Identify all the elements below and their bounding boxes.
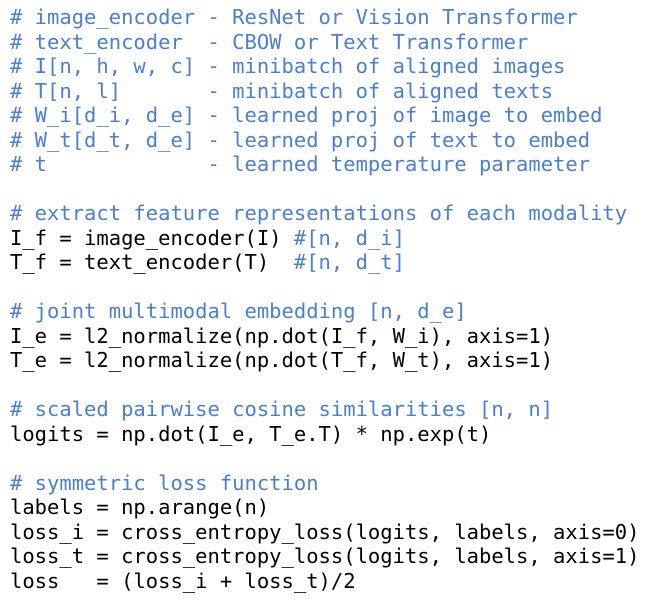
blank-line [10, 446, 655, 471]
code-comment: # W_t[d_t, d_e] - learned proj of text t… [10, 127, 591, 152]
code-text: I_e = l2_normalize(np.dot(I_f, W_i), axi… [10, 323, 554, 348]
code-text: loss = (loss_i + loss_t)/2 [10, 568, 356, 593]
code-line: # symmetric loss function [10, 471, 655, 496]
code-listing: # image_encoder - ResNet or Vision Trans… [10, 5, 655, 593]
code-line: loss = (loss_i + loss_t)/2 [10, 569, 655, 594]
code-line: # I[n, h, w, c] - minibatch of aligned i… [10, 54, 655, 79]
code-line: # joint multimodal embedding [n, d_e] [10, 299, 655, 324]
code-line: # T[n, l] - minibatch of aligned texts [10, 79, 655, 104]
code-line: # W_i[d_i, d_e] - learned proj of image … [10, 103, 655, 128]
code-line: T_e = l2_normalize(np.dot(T_f, W_t), axi… [10, 348, 655, 373]
code-line: # t - learned temperature parameter [10, 152, 655, 177]
code-comment: #[n, d_t] [293, 250, 405, 274]
code-line: T_f = text_encoder(T) #[n, d_t] [10, 250, 655, 275]
code-comment: # I[n, h, w, c] - minibatch of aligned i… [10, 54, 566, 78]
code-comment: #[n, d_i] [293, 225, 405, 250]
code-line: # W_t[d_t, d_e] - learned proj of text t… [10, 128, 655, 153]
code-comment: # scaled pairwise cosine similarities [n… [10, 397, 554, 421]
code-comment: # joint multimodal embedding [n, d_e] [10, 299, 467, 323]
code-text: logits = np.dot(I_e, T_e.T) * np.exp(t) [10, 421, 492, 446]
code-text: loss_i = cross_entropy_loss(logits, labe… [10, 519, 640, 544]
code-text: I_f = image_encoder(I) [10, 225, 294, 250]
code-line: # scaled pairwise cosine similarities [n… [10, 397, 655, 422]
blank-line [10, 373, 655, 398]
code-line: # image_encoder - ResNet or Vision Trans… [10, 5, 655, 30]
code-comment: # extract feature representations of eac… [10, 201, 628, 225]
code-line: # text_encoder - CBOW or Text Transforme… [10, 30, 655, 55]
code-comment: # symmetric loss function [10, 470, 319, 495]
code-text: loss_t = cross_entropy_loss(logits, labe… [10, 544, 640, 568]
code-line: logits = np.dot(I_e, T_e.T) * np.exp(t) [10, 422, 655, 447]
code-line: loss_i = cross_entropy_loss(logits, labe… [10, 520, 655, 545]
code-comment: # T[n, l] - minibatch of aligned texts [10, 78, 554, 103]
blank-line [10, 275, 655, 300]
code-text: T_f = text_encoder(T) [10, 250, 294, 274]
code-line: # extract feature representations of eac… [10, 201, 655, 226]
code-text: labels = np.arange(n) [10, 495, 270, 519]
code-comment: # t - learned temperature parameter [10, 152, 591, 176]
code-line: loss_t = cross_entropy_loss(logits, labe… [10, 544, 655, 569]
code-line: I_f = image_encoder(I) #[n, d_i] [10, 226, 655, 251]
code-line: I_e = l2_normalize(np.dot(I_f, W_i), axi… [10, 324, 655, 349]
code-comment: # image_encoder - ResNet or Vision Trans… [10, 5, 578, 29]
code-text: T_e = l2_normalize(np.dot(T_f, W_t), axi… [10, 348, 554, 372]
code-line: labels = np.arange(n) [10, 495, 655, 520]
code-comment: # W_i[d_i, d_e] - learned proj of image … [10, 103, 603, 127]
code-comment: # text_encoder - CBOW or Text Transforme… [10, 29, 529, 54]
blank-line [10, 177, 655, 202]
